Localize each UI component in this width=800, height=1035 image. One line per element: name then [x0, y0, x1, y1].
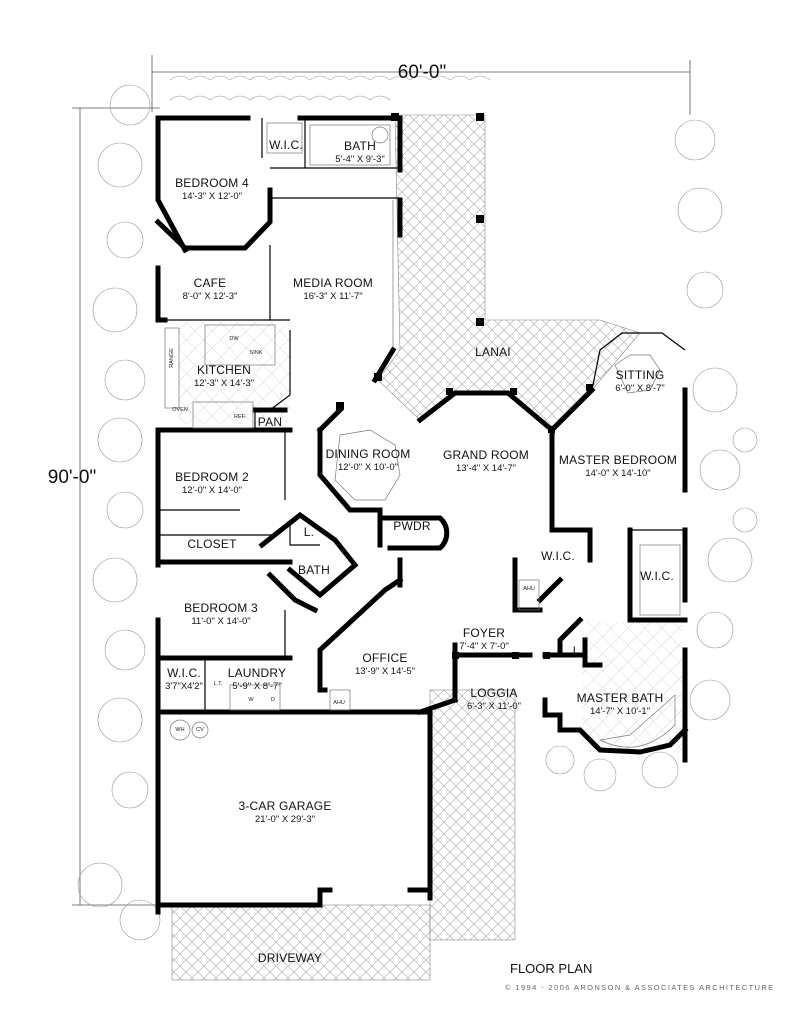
room-name: MASTER BEDROOM: [558, 453, 678, 467]
room-size: 3'7"X4'2": [165, 680, 203, 692]
dimension-lines: [72, 55, 691, 906]
room-size: 8'-0" X 12'-3": [182, 290, 238, 302]
room-name: BEDROOM 2: [175, 470, 249, 484]
room-name: MASTER BATH: [576, 691, 664, 705]
room-name: L.: [572, 644, 584, 658]
room-size: 12'-0" X 10'-0": [337, 461, 398, 473]
room-wic-bedroom3: W.I.C. 3'7"X4'2": [165, 665, 203, 692]
room-pantry: PAN: [258, 414, 282, 431]
room-master-wic-1: W.I.C.: [541, 548, 575, 565]
room-grand: GRAND ROOM 13'-4" X 14'-7": [443, 447, 529, 474]
fixture-dishwasher: DW: [229, 336, 239, 342]
fixture-washer: W: [248, 697, 254, 703]
room-powder: PWDR: [393, 518, 430, 535]
room-size: 6'-0" X 8'-7": [615, 382, 665, 394]
columns: [336, 113, 593, 659]
room-closet: CLOSET: [187, 536, 236, 553]
room-name: DRIVEWAY: [257, 951, 323, 965]
room-wic-bedroom4: W.I.C.: [269, 137, 303, 154]
room-name: W.I.C.: [167, 666, 201, 680]
room-name: BEDROOM 3: [184, 601, 258, 615]
room-office: OFFICE 13'-9" X 14'-5": [355, 650, 415, 677]
room-size: 5'-4" X 9'-3": [335, 153, 385, 165]
paving: [171, 114, 682, 981]
room-cafe: CAFE 8'-0" X 12'-3": [183, 275, 238, 302]
room-bedroom2: BEDROOM 2 12'-0" X 14'-0": [175, 469, 249, 496]
room-bedroom3: BEDROOM 3 11'-0" X 14'-0": [184, 600, 258, 627]
room-size: 12'-0" X 14'-0": [181, 484, 242, 496]
width-dimension: 60'-0": [397, 62, 447, 83]
copyright: © 1994 - 2006 ARONSON & ASSOCIATES ARCHI…: [505, 983, 775, 992]
room-name: W.I.C.: [541, 549, 575, 563]
room-name: SITTING: [615, 368, 665, 382]
room-size: 14'-7" X 10'-1": [589, 705, 650, 717]
room-lanai: LANAI: [475, 344, 511, 361]
room-bath-upper: BATH 5'-4" X 9'-3": [335, 138, 384, 165]
room-foyer: FOYER 7'-4" X 7'-0": [459, 625, 508, 652]
room-size: 14'-0" X 14'-10": [585, 467, 651, 479]
fixture-water-heater: WH: [175, 727, 185, 733]
room-name: W.I.C.: [269, 138, 303, 152]
room-bath-shared: BATH: [298, 562, 330, 579]
room-size: 5'-9" X 8'-7": [232, 680, 282, 692]
room-name: LOGGIA: [470, 686, 518, 700]
room-size: 14'-3" X 12'-0": [181, 190, 242, 202]
room-garage: 3-CAR GARAGE 21'-0" X 29'-3": [238, 798, 331, 825]
room-name: BATH: [298, 563, 330, 577]
room-laundry: LAUNDRY 5'-9" X 8'-7": [228, 665, 287, 692]
room-master-wic-2: W.I.C.: [640, 568, 674, 585]
room-master-bedroom: MASTER BEDROOM 14'-0" X 14'-10": [559, 452, 677, 479]
room-size: 13'-4" X 14'-7": [455, 462, 516, 474]
landscaping: [77, 75, 758, 941]
room-name: LAUNDRY: [227, 666, 287, 680]
room-name: LANAI: [475, 345, 511, 359]
room-name: CLOSET: [187, 537, 237, 551]
room-name: OFFICE: [362, 651, 408, 665]
room-bedroom4: BEDROOM 4 14'-3" X 12'-0": [175, 175, 249, 202]
room-name: MEDIA ROOM: [292, 276, 374, 290]
room-loggia: LOGGIA 6'-3" X 11'-0": [467, 685, 521, 712]
fixture-central-vac: CV: [196, 727, 204, 733]
room-dining: DINING ROOM 12'-0" X 10'-0": [326, 446, 411, 473]
fixture-refrigerator: REF.: [234, 414, 246, 420]
room-name: BEDROOM 4: [175, 176, 249, 190]
fixture-ahu-garage: AHU: [333, 700, 345, 706]
fixture-outlines: [164, 122, 681, 748]
plan-title: FLOOR PLAN: [510, 961, 593, 976]
room-name: GRAND ROOM: [443, 448, 529, 462]
room-kitchen: KITCHEN 12'-3" X 14'-3": [194, 362, 254, 389]
room-size: 13'-9" X 14'-5": [354, 665, 416, 677]
fixture-range: RANGE: [169, 348, 175, 368]
room-name: PWDR: [393, 519, 431, 533]
room-linen-1: L.: [304, 524, 314, 541]
room-name: CAFE: [193, 276, 227, 290]
fixture-oven: OVEN: [172, 407, 188, 413]
room-size: 12'-3" X 14'-3": [193, 377, 255, 389]
room-size: 6'-3" X 11'-0": [466, 700, 522, 712]
room-size: 7'-4" X 7'-0": [459, 640, 509, 652]
room-size: 11'-0" X 14'-0": [191, 615, 251, 627]
room-name: BATH: [344, 139, 376, 153]
room-size: 16'-3" X 11'-7": [303, 290, 363, 302]
room-name: DINING ROOM: [325, 447, 411, 461]
room-master-bath: MASTER BATH 14'-7" X 10'-1": [577, 690, 664, 717]
fixture-sink: SINK: [249, 350, 263, 356]
room-name: KITCHEN: [196, 363, 252, 377]
room-name: PAN: [257, 415, 283, 429]
room-name: FOYER: [462, 626, 506, 640]
depth-dimension: 90'-0": [47, 467, 97, 488]
room-media: MEDIA ROOM 16'-3" X 11'-7": [293, 275, 373, 302]
fixture-ahu-master: AHU: [523, 586, 535, 592]
room-name: 3-CAR GARAGE: [238, 799, 332, 813]
room-size: 21'-0" X 29'-3": [254, 813, 315, 825]
room-driveway: DRIVEWAY: [258, 950, 322, 967]
room-name: W.I.C.: [640, 569, 674, 583]
walls: [154, 115, 689, 915]
fixture-laundry-tub: L.T.: [213, 681, 223, 687]
room-linen-2: L.: [573, 643, 583, 660]
room-sitting: SITTING 6'-0" X 8'-7": [615, 367, 664, 394]
fixture-dryer: D: [271, 697, 275, 703]
room-name: L.: [303, 525, 315, 539]
